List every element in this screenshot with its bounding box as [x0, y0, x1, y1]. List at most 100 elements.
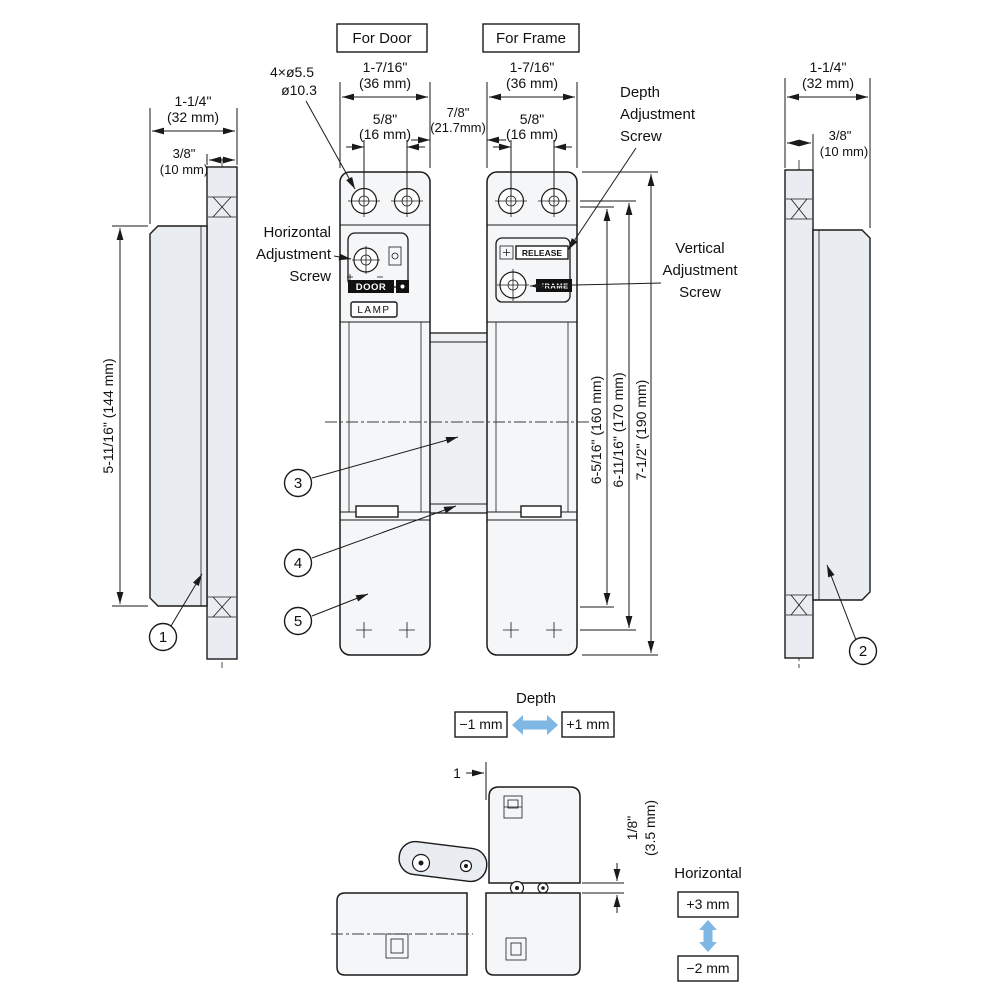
depth-adj-line2: Adjustment	[620, 106, 696, 123]
dim-left-width-in: 1-1/4"	[175, 93, 212, 109]
right-strip-clip-top	[786, 198, 812, 220]
dim-right-inset-mm: (10 mm)	[820, 144, 868, 159]
frame-bottom-center-marks	[503, 622, 562, 638]
horizontal-neg-box	[677, 955, 739, 982]
callout-2	[848, 636, 878, 666]
callout-1	[148, 622, 178, 652]
door-tag-plate	[348, 280, 394, 293]
depth-neg-box	[454, 711, 508, 738]
hole-spec-count: 4×ø5.5	[270, 64, 314, 80]
dim-detail-gap-in: 1/8"	[624, 816, 640, 840]
depth-adj-line3: Screw	[620, 128, 662, 145]
right-plate	[812, 229, 871, 601]
horizontal-neg-label: −2 mm	[686, 960, 729, 976]
vertical-adj-line3: Screw	[679, 284, 721, 301]
dim-height-160: 6-5/16" (160 mm)	[588, 376, 604, 484]
plus-minus-marks	[347, 274, 383, 280]
door-bottom-center-marks	[356, 622, 415, 638]
dim-height-190: 7-1/2" (190 mm)	[633, 380, 649, 481]
annotations: Depth Adjustment Screw Horizontal Adjust…	[256, 84, 738, 301]
detail-upper-body	[488, 786, 581, 884]
for-door-label: For Door	[352, 30, 411, 47]
right-height-dimensions: 6-5/16" (160 mm) 6-11/16" (170 mm) 7-1/2…	[580, 171, 658, 656]
callout-4-label: 4	[294, 555, 302, 572]
left-strip-clip-top	[208, 196, 236, 218]
dim-door-width-mm: (36 mm)	[359, 75, 411, 91]
depth-pos-box	[561, 711, 615, 738]
callout-3	[283, 468, 313, 498]
dim-detail-offset: 1	[453, 765, 461, 781]
left-strip	[206, 166, 238, 660]
for-door-box	[336, 23, 428, 53]
depth-double-arrow-icon	[512, 715, 558, 735]
door-body-outline	[339, 171, 431, 656]
dim-height-170: 6-11/16" (170 mm)	[610, 372, 626, 487]
vertical-adj-line2: Adjustment	[662, 262, 738, 279]
dim-door-pitch-in: 5/8"	[373, 111, 397, 127]
dim-gap-mm: (21.7mm)	[430, 120, 486, 135]
detail-lower-right-body	[485, 892, 581, 976]
for-frame-label: For Frame	[496, 30, 566, 47]
release-badge	[515, 245, 569, 260]
left-strip-clip-bottom	[208, 596, 236, 618]
depth-adj-leader	[567, 147, 637, 251]
right-strip	[784, 169, 814, 659]
left-plate	[149, 225, 208, 607]
dim-door-width-in: 1-7/16"	[363, 59, 408, 75]
dim-frame-pitch-in: 5/8"	[520, 111, 544, 127]
lamp-badge	[350, 301, 398, 318]
vertical-adj-leader	[529, 282, 662, 290]
frame-adjustment-unit: RELEASE FRAME	[495, 237, 572, 303]
callout-5-label: 5	[294, 613, 302, 630]
dim-gap-in: 7/8"	[447, 105, 470, 120]
dim-frame-pitch-mm: (16 mm)	[506, 126, 558, 142]
horizontal-legend-title: Horizontal	[674, 865, 742, 882]
dim-left-inset-in: 3/8"	[173, 146, 196, 161]
callout-4	[283, 548, 313, 578]
horizontal-adj-line3: Screw	[289, 268, 331, 285]
door-hinge-body: DOOR LAMP	[339, 171, 431, 656]
horizontal-adj-line2: Adjustment	[256, 246, 332, 263]
dim-left-width-mm: (32 mm)	[167, 109, 219, 125]
release-badge-label: RELEASE	[522, 248, 562, 258]
for-frame-box	[482, 23, 580, 53]
depth-adjustment-screw	[499, 245, 514, 260]
dim-right-width-in: 1-1/4"	[810, 59, 847, 75]
callouts: 1 2 3 4 5	[148, 436, 878, 666]
dim-right-width-mm: (32 mm)	[802, 75, 854, 91]
frame-body-outline	[486, 171, 578, 656]
callout-1-label: 1	[159, 629, 167, 646]
small-label-box	[520, 505, 562, 518]
door-tag-label: DOOR	[356, 282, 387, 293]
vertical-adj-line1: Vertical	[675, 240, 724, 257]
right-side-view: 1-1/4" (32 mm) 3/8" (10 mm)	[784, 59, 871, 668]
dim-door-pitch-mm: (16 mm)	[359, 126, 411, 142]
dim-left-height: 5-11/16" (144 mm)	[100, 358, 116, 473]
lamp-badge-label: LAMP	[357, 305, 390, 316]
frame-tag-label: FRAME	[539, 282, 568, 291]
depth-legend-title: Depth	[516, 690, 556, 707]
horizontal-pos-box	[677, 891, 739, 918]
callout-5	[283, 606, 313, 636]
depth-neg-label: −1 mm	[459, 716, 502, 732]
horizontal-double-arrow-icon	[699, 920, 717, 952]
dim-frame-width-mm: (36 mm)	[506, 75, 558, 91]
top-dimensions: For Door For Frame 1-7/16" (36 mm) 1-7/1…	[270, 23, 580, 196]
right-strip-clip-bottom	[786, 594, 812, 616]
horizontal-adj-line1: Horizontal	[263, 224, 331, 241]
callout-3-label: 3	[294, 475, 302, 492]
left-side-view: 5-11/16" (144 mm) 1-1/4" (32 mm) 3/8" (1…	[100, 93, 238, 668]
dim-frame-width-in: 1-7/16"	[510, 59, 555, 75]
frame-hinge-body: RELEASE FRAME	[486, 171, 578, 656]
depth-adj-line1: Depth	[620, 84, 660, 101]
bottom-detail-view: 1 1/8" (3.5 mm)	[331, 762, 658, 976]
horizontal-adj-leader	[333, 253, 352, 261]
depth-pos-label: +1 mm	[566, 716, 609, 732]
callout-2-label: 2	[859, 643, 867, 660]
horizontal-adjust-legend: Horizontal +3 mm −2 mm	[674, 865, 742, 982]
dim-left-inset-mm: (10 mm)	[160, 162, 208, 177]
dim-right-inset-in: 3/8"	[829, 128, 852, 143]
dim-detail-gap-mm: (3.5 mm)	[642, 800, 658, 856]
